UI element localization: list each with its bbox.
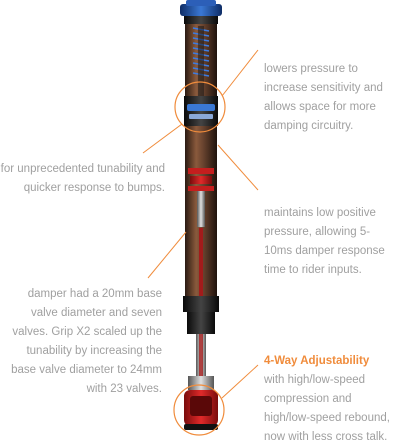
bottom-adjuster xyxy=(184,376,218,430)
lower-seal xyxy=(183,296,219,334)
callout-top-right: lowers pressure to increase sensitivity … xyxy=(264,63,383,132)
callout-leader-lines xyxy=(142,49,259,399)
callout-bottom-right-body: with high/low-speed compression and high… xyxy=(264,374,390,443)
callout-lower-left: damper had a 20mm base valve diameter an… xyxy=(11,288,162,395)
callout-circle-bottom xyxy=(173,384,225,436)
callout-bottom-right-heading: 4-Way Adjustability xyxy=(264,355,370,367)
callout-mid-right: maintains low positive pressure, allowin… xyxy=(264,207,385,276)
valve-section xyxy=(184,96,218,126)
damper-piston xyxy=(188,168,214,227)
callout-circle-top xyxy=(174,81,226,133)
inner-shaft xyxy=(199,228,203,308)
callout-mid-left: for unprecedented tunability and quicker… xyxy=(0,163,165,194)
callout-bottom-right: 4-Way Adjustability with high/low-speed c… xyxy=(264,352,398,447)
top-cap xyxy=(180,0,222,24)
